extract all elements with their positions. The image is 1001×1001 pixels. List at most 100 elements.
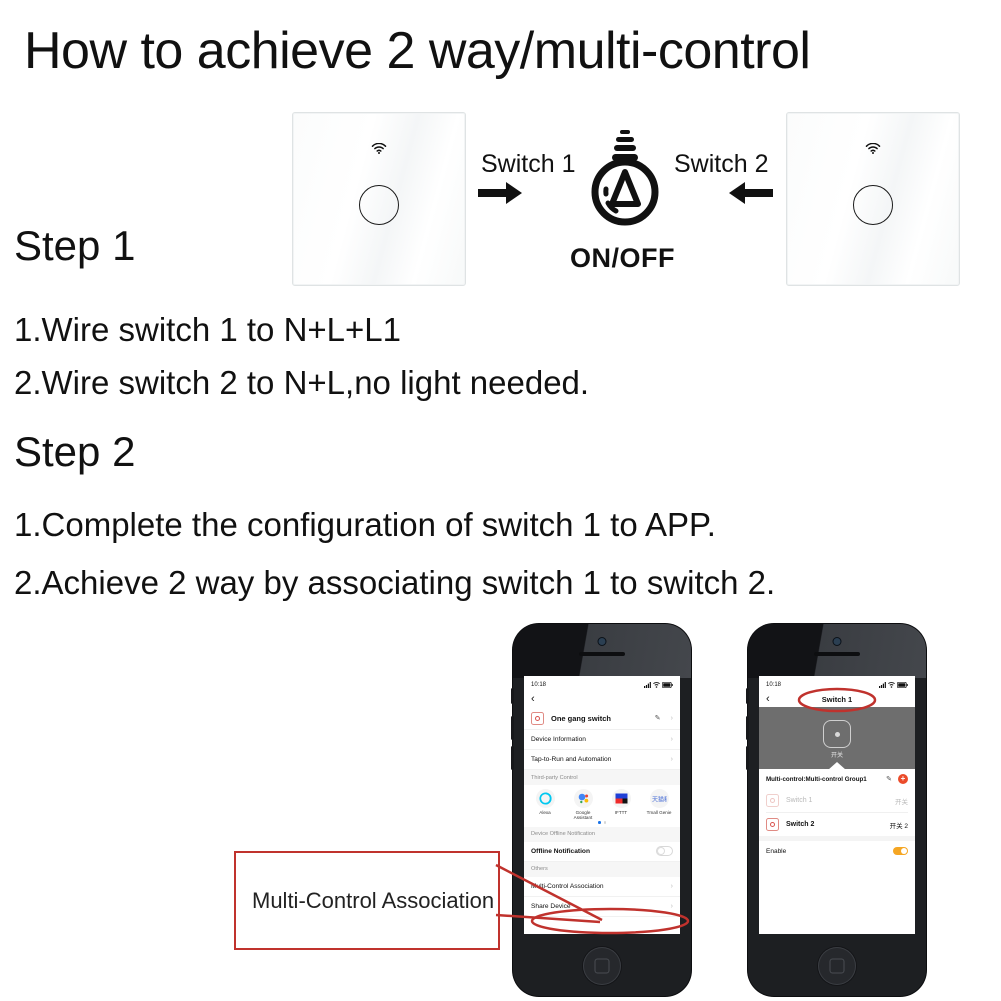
touch-button-1[interactable]	[359, 185, 399, 225]
carousel-dot[interactable]	[603, 821, 606, 824]
touch-button-2[interactable]	[853, 185, 893, 225]
wifi-icon	[865, 141, 881, 159]
third-party-ifttt[interactable]: IFTTT	[606, 789, 636, 820]
mute-switch[interactable]	[511, 688, 514, 704]
nav-bar: ‹	[524, 691, 680, 707]
wall-switch-panel-1	[292, 112, 466, 286]
carousel-dots[interactable]	[524, 821, 680, 827]
volume-up-button[interactable]	[511, 716, 514, 740]
status-time: 10:18	[531, 681, 547, 688]
list-item-label: Device Information	[531, 736, 586, 743]
divider	[766, 812, 908, 813]
switch-2-label: Switch 2	[674, 150, 769, 178]
multi-control-member-row[interactable]: Switch 2 开关 2	[759, 813, 915, 836]
back-button[interactable]: ‹	[766, 692, 770, 705]
volume-up-button[interactable]	[746, 716, 749, 740]
step-1-line-1: 1.Wire switch 1 to N+L+L1	[14, 311, 402, 348]
step-2-heading: Step 2	[14, 428, 136, 475]
device-hero-panel: 开关	[759, 707, 915, 770]
chevron-right-icon: ›	[670, 882, 673, 890]
switch-button-icon[interactable]	[823, 720, 851, 748]
nav-title: Switch 1	[821, 694, 853, 704]
row-offline-notification[interactable]: Offline Notification	[524, 842, 680, 862]
device-header-row[interactable]: One gang switch ✎ ›	[524, 707, 680, 730]
device-icon	[766, 818, 779, 831]
phone-right: 10:18 ‹ Switch 1 开关 Multi-control:Multi-…	[746, 624, 926, 996]
volume-down-button[interactable]	[746, 746, 749, 770]
pencil-icon[interactable]: ✎	[654, 715, 661, 722]
member-value: 开关	[895, 798, 908, 806]
third-party-icon-row: Alexa Google Assistant IFTTT 天猫精灵 Tmall …	[524, 785, 680, 821]
svg-text:天猫精灵: 天猫精灵	[652, 795, 667, 803]
panel-notch	[828, 762, 846, 770]
light-bulb-icon	[586, 128, 664, 233]
third-party-alexa[interactable]: Alexa	[530, 789, 560, 820]
third-party-label: Tmall Genie	[646, 810, 672, 815]
alexa-icon	[535, 789, 555, 808]
step-1-line-2: 2.Wire switch 2 to N+L,no light needed.	[14, 364, 590, 401]
list-item-device-information[interactable]: Device Information ›	[524, 730, 680, 750]
phone-bezel-top	[748, 624, 926, 678]
volume-down-button[interactable]	[511, 746, 514, 770]
third-party-tmall-genie[interactable]: 天猫精灵 Tmall Genie	[644, 789, 674, 820]
phone-bezel-top	[513, 624, 691, 678]
third-party-label: Google Assistant	[573, 810, 593, 820]
earpiece-speaker	[814, 652, 860, 656]
wall-switch-panel-2	[786, 112, 960, 286]
device-name: One gang switch	[551, 713, 612, 723]
member-name: Switch 1	[786, 797, 813, 804]
nav-bar: ‹ Switch 1	[759, 691, 915, 707]
wifi-icon	[653, 681, 660, 688]
enable-row[interactable]: Enable	[759, 836, 915, 861]
mute-switch[interactable]	[746, 688, 749, 704]
multi-control-member-row[interactable]: Switch 1 开关	[759, 789, 915, 812]
list-item-tap-to-run[interactable]: Tap-to-Run and Automation ›	[524, 750, 680, 770]
status-bar: 10:18	[759, 676, 915, 691]
camera-icon	[833, 638, 841, 645]
third-party-label: IFTTT	[614, 810, 628, 815]
carousel-dot-active[interactable]	[598, 821, 601, 824]
step-2-line-1: 1.Complete the configuration of switch 1…	[14, 506, 716, 543]
section-third-party-control: Third-party Control	[524, 770, 680, 785]
pencil-icon[interactable]: ✎	[886, 776, 892, 783]
phone-right-screen: 10:18 ‹ Switch 1 开关 Multi-control:Multi-…	[759, 676, 915, 934]
signal-icon	[644, 681, 651, 688]
bulb-onoff-label: ON/OFF	[570, 243, 675, 273]
annotation-label: Multi-Control Association	[252, 888, 495, 913]
arrow-right-icon	[478, 182, 522, 209]
device-icon	[766, 794, 779, 807]
status-bar: 10:18	[524, 676, 680, 691]
row-share-device[interactable]: Share Device ›	[524, 897, 680, 917]
chevron-right-icon: ›	[670, 736, 673, 743]
offline-notification-toggle[interactable]	[656, 846, 673, 856]
row-label: Multi-Control Association	[531, 882, 604, 890]
step-2-line-2: 2.Achieve 2 way by associating switch 1 …	[14, 564, 776, 601]
enable-toggle[interactable]	[893, 847, 908, 855]
row-multi-control-association[interactable]: Multi-Control Association ›	[524, 877, 680, 897]
tmall-genie-icon: 天猫精灵	[649, 789, 669, 808]
back-button[interactable]: ‹	[531, 692, 535, 705]
third-party-google-assistant[interactable]: Google Assistant	[568, 789, 598, 820]
chevron-right-icon: ›	[670, 902, 673, 910]
plus-icon[interactable]: +	[898, 774, 908, 784]
home-button[interactable]	[583, 947, 621, 985]
third-party-label: Alexa	[539, 810, 551, 815]
phone-left-screen: 10:18 ‹ One gang switch ✎ › Device Infor…	[524, 676, 680, 934]
member-name: Switch 2	[786, 821, 815, 828]
home-button[interactable]	[818, 947, 856, 985]
list-item-label: Tap-to-Run and Automation	[531, 756, 612, 763]
chevron-right-icon: ›	[670, 714, 673, 722]
row-label: Offline Notification	[531, 847, 590, 855]
member-value: 开关 2	[889, 822, 908, 830]
signal-icon	[879, 681, 886, 688]
battery-icon	[662, 681, 673, 688]
google-assistant-icon	[573, 789, 593, 808]
arrow-left-icon	[729, 182, 773, 209]
section-others: Others	[524, 861, 680, 877]
chevron-right-icon: ›	[670, 756, 673, 763]
wifi-icon	[371, 141, 387, 159]
step-1-heading: Step 1	[14, 222, 136, 269]
camera-icon	[598, 638, 606, 645]
switch-1-label: Switch 1	[481, 150, 576, 178]
group-title: Multi-control:Multi-control Group1	[766, 775, 867, 783]
